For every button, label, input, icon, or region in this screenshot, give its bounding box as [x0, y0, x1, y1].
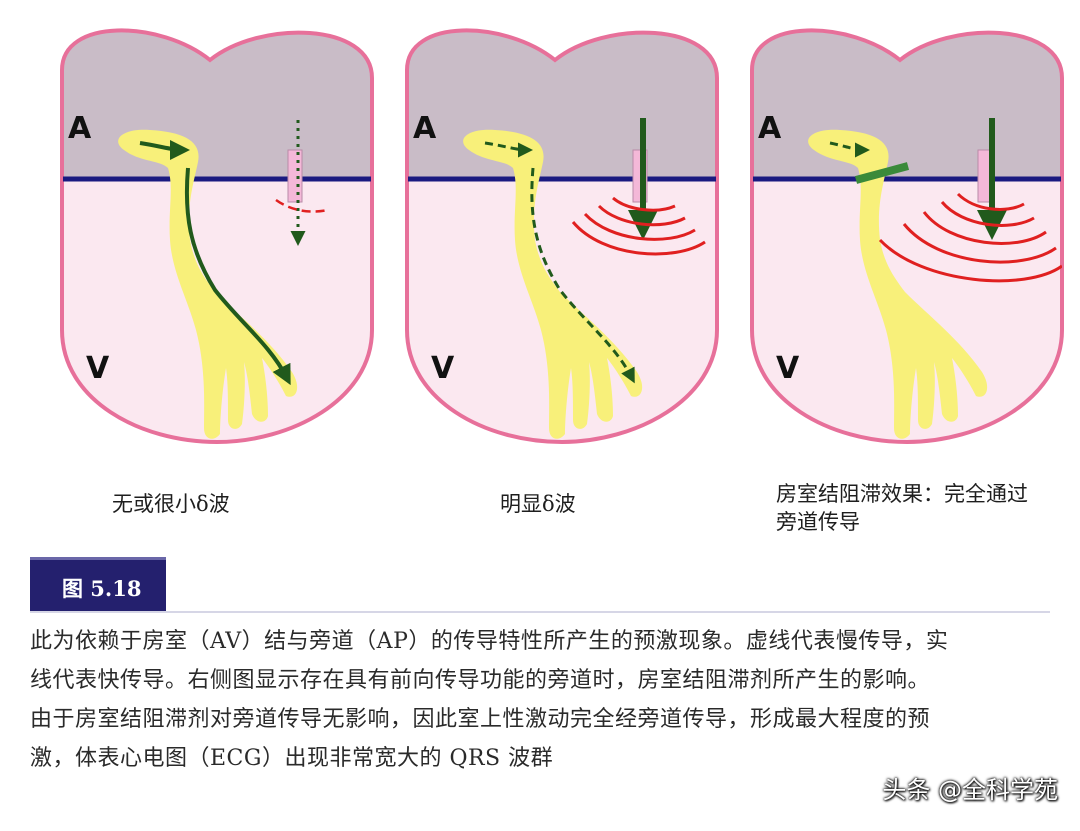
- figure-divider: [30, 611, 1050, 613]
- caption-panel-2: 明显δ波: [500, 492, 576, 516]
- atrium-label: A: [413, 111, 437, 146]
- preexcitation-diagram: A V A V A V: [0, 0, 1080, 470]
- caption-panel-3: 房室结阻滞效果：完全通过旁道传导: [776, 482, 1028, 534]
- panel-av-block: A V: [752, 30, 1062, 442]
- atrium-label: A: [758, 111, 782, 146]
- caption-panel-1: 无或很小δ波: [112, 492, 230, 516]
- figure-label-bar: [30, 557, 166, 611]
- av-node-block-bar: [854, 162, 910, 184]
- panel-no-delta: A V: [62, 30, 372, 442]
- figure-description: 此为依赖于房室（AV）结与旁道（AP）的传导特性所产生的预激现象。虚线代表慢传导…: [30, 629, 949, 771]
- atrium-label: A: [68, 111, 92, 146]
- ventricle-label: V: [86, 351, 110, 386]
- panel-obvious-delta: A V: [407, 30, 717, 442]
- ventricle-label: V: [776, 351, 800, 386]
- watermark: 头条 @全科学苑: [882, 776, 1058, 804]
- figure-label: 图 5.18: [62, 576, 142, 601]
- ventricle-label: V: [431, 351, 455, 386]
